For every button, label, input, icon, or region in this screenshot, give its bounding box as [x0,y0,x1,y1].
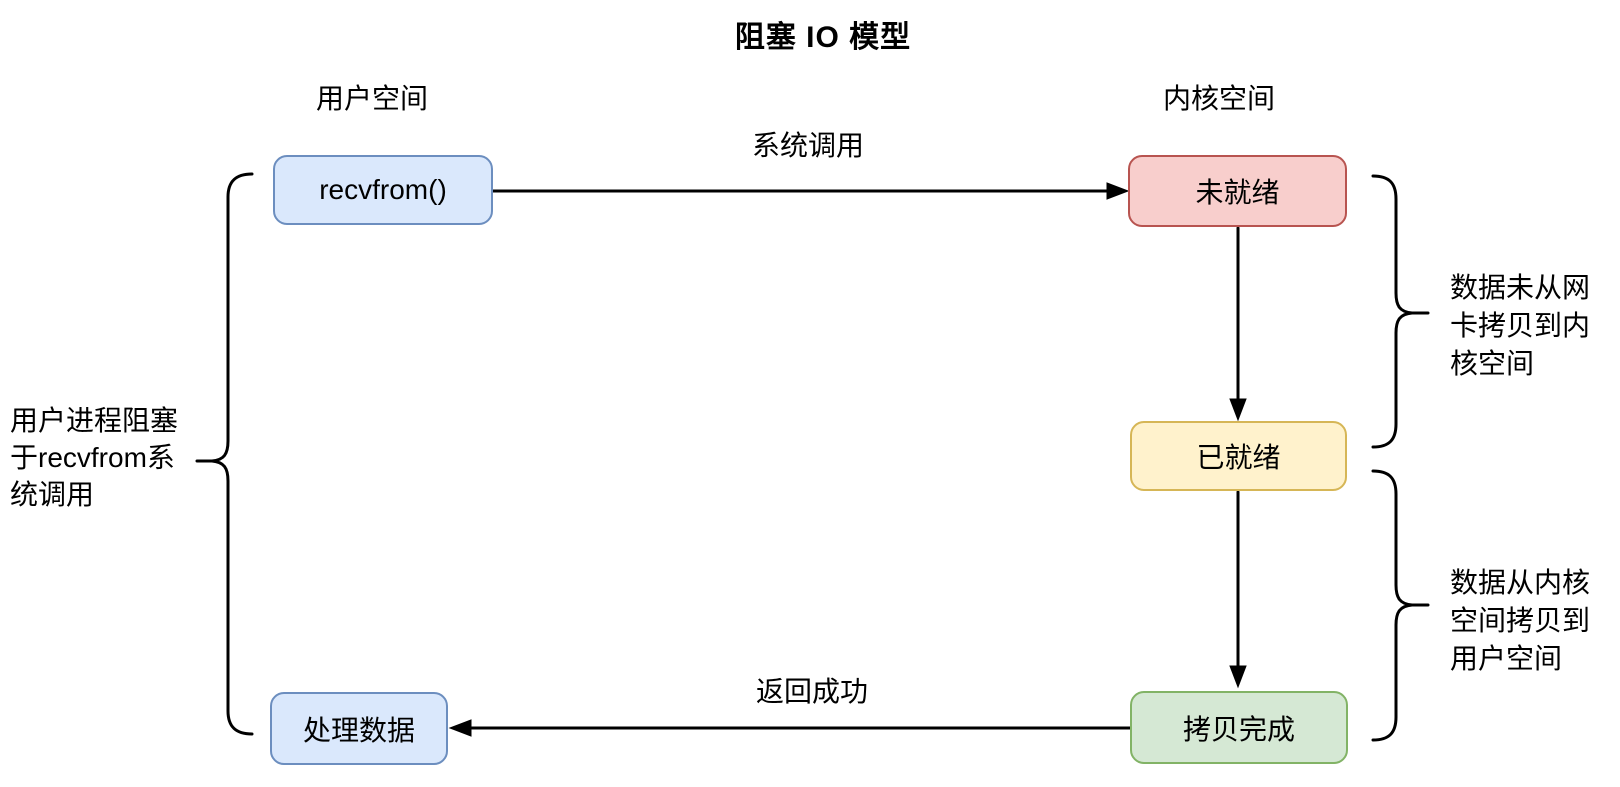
right-brace-top [1371,174,1413,449]
diagram-title: 阻塞 IO 模型 [734,21,912,54]
right-brace-bottom [1371,469,1413,742]
arrowhead-left-icon [448,719,472,737]
left-brace [211,172,254,736]
node-copy-done: 拷贝完成 [1130,691,1348,764]
node-not-ready: 未就绪 [1128,155,1347,227]
node-process-data: 处理数据 [270,692,448,765]
node-recvfrom: recvfrom() [273,155,493,225]
kernel-space-header: 内核空间 [1163,83,1276,114]
annotation-user-process-blocked: 用户进程阻塞 于recvfrom系 统调用 [10,405,179,510]
arrowhead-right-icon [1106,182,1130,200]
arrowhead-down-icon [1229,665,1247,689]
return-success-edge-label: 返回成功 [755,676,868,707]
node-not-ready-label: 未就绪 [1195,177,1280,208]
annotation-data-copied-to-user: 数据从内核 空间拷贝到 用户空间 [1450,567,1591,674]
annotation-data-not-copied-to-kernel: 数据未从网 卡拷贝到内 核空间 [1450,272,1591,379]
node-ready: 已就绪 [1130,421,1347,491]
arrowhead-down-icon [1229,398,1247,422]
user-space-header: 用户空间 [316,83,429,114]
node-copy-done-label: 拷贝完成 [1182,713,1295,745]
node-ready-label: 已就绪 [1196,442,1281,473]
system-call-edge-label: 系统调用 [751,130,864,161]
node-process-data-label: 处理数据 [302,714,415,746]
node-recvfrom-label: recvfrom() [319,174,447,205]
